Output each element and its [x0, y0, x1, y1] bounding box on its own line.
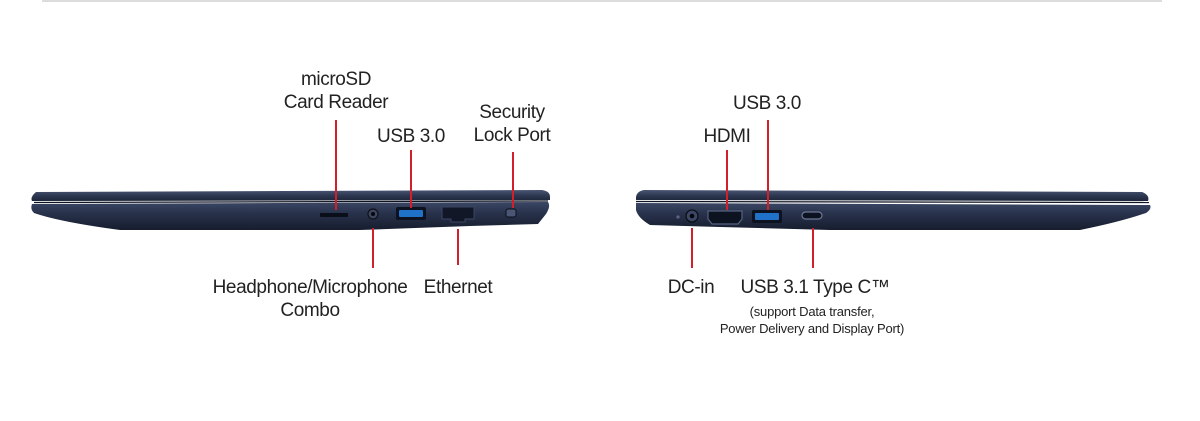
callout-right-usb [767, 120, 769, 210]
left-laptop-side [31, 190, 550, 230]
note-usbc: (support Data transfer, Power Delivery a… [719, 304, 905, 336]
label-right-usb: USB 3.0 [733, 93, 801, 114]
microsd-slot [320, 213, 348, 217]
label-hdmi: HDMI [703, 126, 751, 147]
ethernet-port [441, 206, 475, 223]
callout-headphone [372, 228, 374, 268]
label-dcin: DC-in [667, 277, 715, 298]
right-laptop-side [635, 190, 1151, 230]
callout-usbc [812, 228, 814, 268]
callout-microsd [335, 120, 337, 210]
callout-dcin [691, 228, 693, 268]
label-headphone: Headphone/Microphone Combo [212, 277, 408, 321]
label-security: Security Lock Port [473, 102, 551, 146]
usb-c-port [801, 211, 823, 220]
callout-ethernet [457, 229, 459, 265]
right-lid [636, 190, 1149, 201]
left-lid [31, 190, 550, 201]
callout-left-usb [410, 150, 412, 208]
lock-slot [505, 208, 517, 218]
label-usbc: USB 3.1 Type C™ [740, 277, 890, 298]
callout-hdmi [726, 150, 728, 210]
right-base [636, 203, 1151, 230]
label-left-usb: USB 3.0 [377, 126, 445, 147]
top-divider [42, 0, 1162, 2]
label-ethernet: Ethernet [423, 277, 493, 298]
hdmi-port [707, 210, 743, 225]
label-microsd: microSD Card Reader [283, 69, 389, 113]
callout-security [512, 152, 514, 208]
